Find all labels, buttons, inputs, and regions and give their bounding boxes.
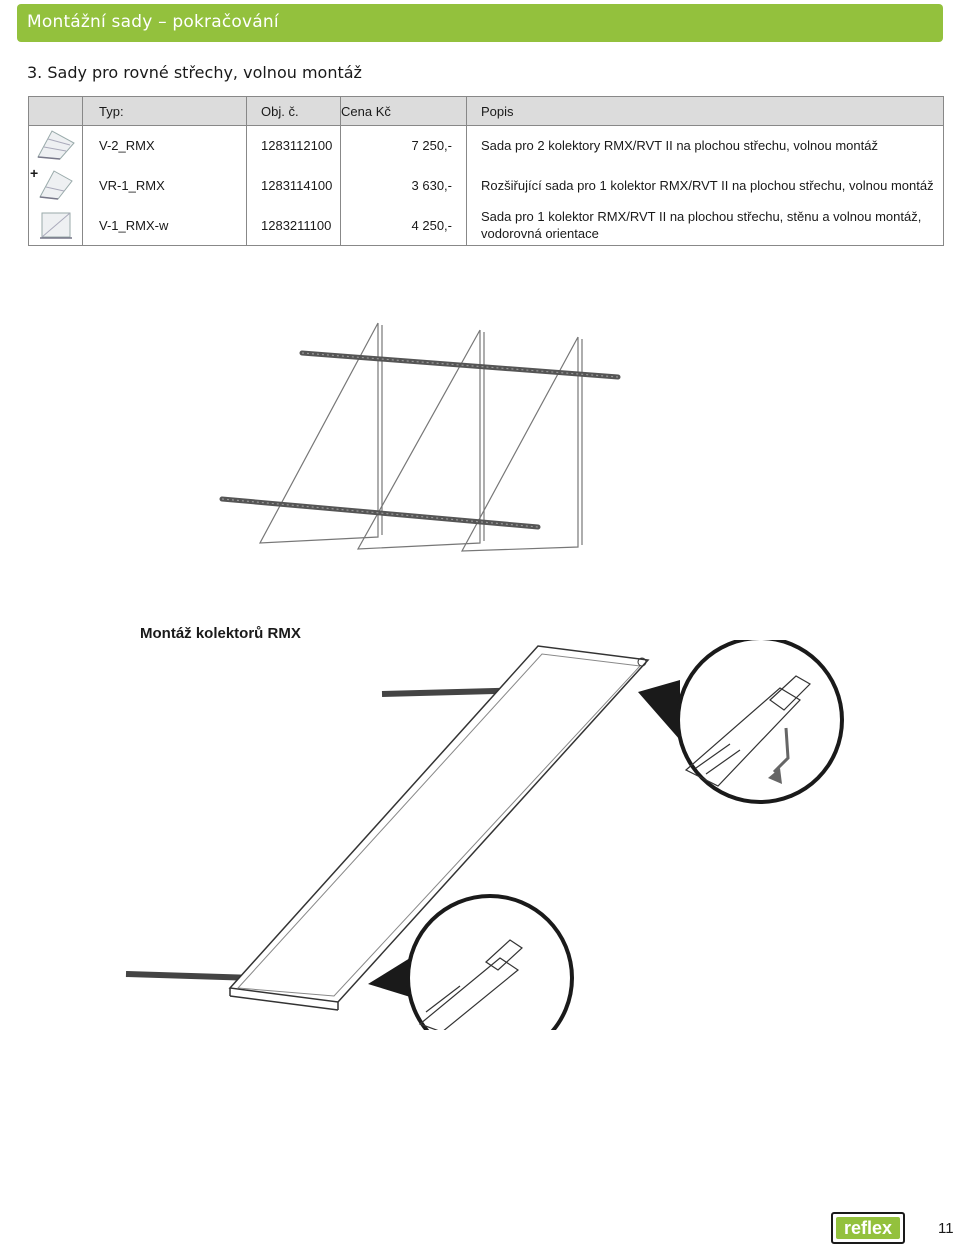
collector-mounting-drawing — [125, 640, 844, 1030]
header-popis: Popis — [466, 96, 944, 126]
table-row: VR-1_RMX 1283114100 3 630,- Rozšiřující … — [28, 165, 944, 206]
cell-popis: Sada pro 1 kolektor RMX/RVT II na plocho… — [466, 205, 944, 246]
cell-obj: 1283112100 — [246, 125, 341, 166]
header-cena: Cena Kč — [340, 96, 467, 126]
table-row: V-1_RMX-w 1283211100 4 250,- Sada pro 1 … — [28, 205, 944, 246]
header-bar: Montážní sady – pokračování — [17, 4, 943, 42]
cell-cena: 3 630,- — [340, 165, 467, 206]
product-thumbnail — [28, 205, 83, 246]
cell-cena: 4 250,- — [340, 205, 467, 246]
header-title: Montážní sady – pokračování — [27, 12, 279, 32]
header-obj: Obj. č. — [246, 96, 341, 126]
table-header-row: Typ: Obj. č. Cena Kč Popis — [28, 96, 944, 126]
mounting-frame-icon — [36, 130, 75, 160]
header-typ: Typ: — [82, 96, 247, 126]
table-row: V-2_RMX 1283112100 7 250,- Sada pro 2 ko… — [28, 125, 944, 166]
section-title: 3. Sady pro rovné střechy, volnou montáž — [27, 63, 362, 82]
logo-text: reflex — [836, 1217, 900, 1239]
cell-obj: 1283114100 — [246, 165, 341, 206]
drawing-caption: Montáž kolektorů RMX — [140, 625, 301, 642]
reflex-logo: reflex — [831, 1212, 905, 1244]
page-number: 11 — [938, 1220, 954, 1237]
cell-cena: 7 250,- — [340, 125, 467, 166]
mounting-frame-drawing — [219, 322, 621, 552]
mounting-frame-icon — [39, 212, 72, 239]
cell-typ: V-1_RMX-w — [82, 205, 247, 246]
product-thumbnail — [28, 165, 83, 206]
cell-popis: Rozšiřující sada pro 1 kolektor RMX/RVT … — [466, 165, 944, 206]
header-image-col — [28, 96, 83, 126]
cell-typ: V-2_RMX — [82, 125, 247, 166]
cell-typ: VR-1_RMX — [82, 165, 247, 206]
cell-popis: Sada pro 2 kolektory RMX/RVT II na ploch… — [466, 125, 944, 166]
product-thumbnail — [28, 125, 83, 166]
cell-obj: 1283211100 — [246, 205, 341, 246]
products-table: Typ: Obj. č. Cena Kč Popis V-2_RMX 12831… — [28, 96, 944, 246]
mounting-frame-icon — [38, 170, 73, 200]
